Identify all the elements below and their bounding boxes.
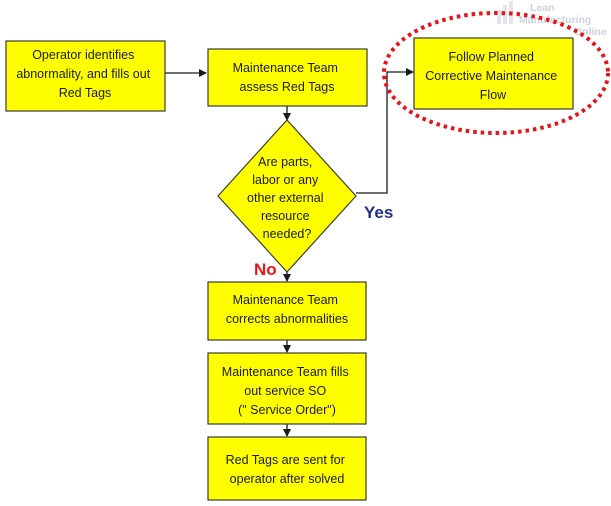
node-decision-line-1: Are parts, xyxy=(258,155,312,169)
yes-label: Yes xyxy=(364,203,393,222)
node-corrects: Maintenance Team corrects abnormalities xyxy=(207,281,367,341)
node-sent-line-1: Red Tags are sent for xyxy=(226,453,345,467)
node-service: Maintenance Team fills out service SO ("… xyxy=(207,352,367,425)
node-service-line-1: Maintenance Team fills xyxy=(222,365,349,379)
node-decision-diamond xyxy=(217,119,357,273)
node-operator-line-2: abnormality, and fills out xyxy=(16,67,150,81)
node-sent-box xyxy=(207,436,367,501)
node-decision-line-4: resource xyxy=(261,209,310,223)
node-planned-line-1: Follow Planned xyxy=(449,50,535,64)
node-assess: Maintenance Team assess Red Tags xyxy=(207,48,368,107)
node-service-text: Maintenance Team fills out service SO ("… xyxy=(222,365,352,417)
node-planned-line-2: Corrective Maintenance xyxy=(425,69,557,83)
node-planned-box xyxy=(413,37,574,110)
node-decision-line-5: needed? xyxy=(263,227,312,241)
node-corrects-text: Maintenance Team corrects abnormalities xyxy=(226,293,348,326)
node-service-box xyxy=(207,352,367,425)
node-service-line-3: (" Service Order") xyxy=(238,403,336,417)
node-corrects-line-1: Maintenance Team xyxy=(233,293,338,307)
watermark-line-1: Lean xyxy=(530,2,555,14)
node-operator-box xyxy=(5,40,166,112)
highlight-ellipse xyxy=(382,11,610,135)
watermark-logo: Lean Manufacturing Online xyxy=(497,1,607,38)
node-assess-line-2: assess Red Tags xyxy=(240,80,335,94)
node-decision-line-2: labor or any xyxy=(252,173,319,187)
arrow-yes-to-planned xyxy=(356,68,414,194)
node-operator-text: Operator identifies abnormality, and fil… xyxy=(16,48,153,100)
node-planned-line-3: Flow xyxy=(480,88,507,102)
node-operator-line-3: Red Tags xyxy=(59,86,112,100)
node-operator-line-1: Operator identifies xyxy=(32,48,134,62)
no-label: No xyxy=(254,260,277,279)
node-assess-box xyxy=(207,48,368,107)
node-corrects-line-2: corrects abnormalities xyxy=(226,312,348,326)
node-sent-text: Red Tags are sent for operator after sol… xyxy=(226,453,349,486)
node-sent-line-2: operator after solved xyxy=(230,472,345,486)
node-operator: Operator identifies abnormality, and fil… xyxy=(5,40,166,112)
watermark-line-3: Online xyxy=(574,26,607,38)
connectors xyxy=(165,68,414,437)
node-planned: Follow Planned Corrective Maintenance Fl… xyxy=(413,37,574,110)
node-sent: Red Tags are sent for operator after sol… xyxy=(207,436,367,501)
node-assess-text: Maintenance Team assess Red Tags xyxy=(233,61,342,94)
node-service-line-2: out service SO xyxy=(244,384,326,398)
node-decision: Are parts, labor or any other external r… xyxy=(217,119,357,273)
node-planned-text: Follow Planned Corrective Maintenance Fl… xyxy=(425,50,561,102)
node-decision-text: Are parts, labor or any other external r… xyxy=(247,155,327,241)
node-assess-line-1: Maintenance Team xyxy=(233,61,338,75)
node-decision-line-3: other external xyxy=(247,191,323,205)
node-corrects-box xyxy=(207,281,367,341)
